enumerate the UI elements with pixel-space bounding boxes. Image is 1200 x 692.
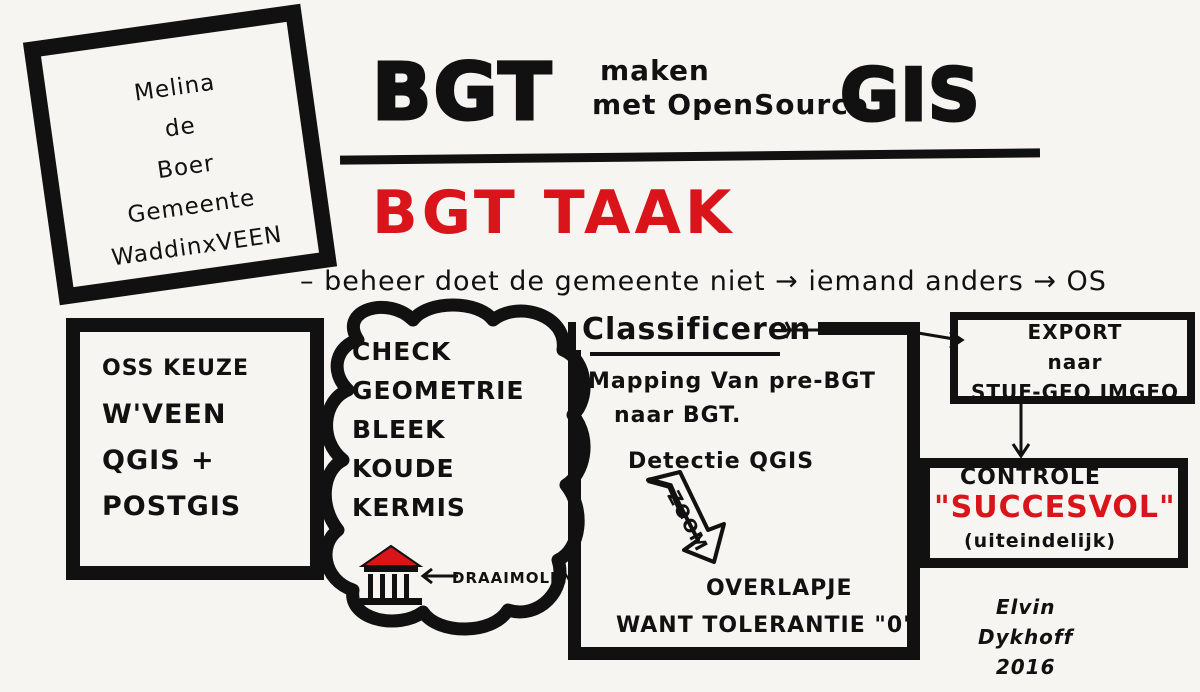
naar-line: naar xyxy=(1047,350,1103,374)
title-divider xyxy=(339,148,1041,165)
controle-box xyxy=(920,458,1188,568)
overlapje-line: OVERLAPJE xyxy=(706,576,853,601)
carousel-icon xyxy=(358,544,424,605)
koude-line: KOUDE xyxy=(352,454,455,483)
mapping-line: Mapping Van pre-BGT xyxy=(588,369,876,394)
check-geometry-text: CHECK GEOMETRIE BLEEK KOUDE KERMIS xyxy=(352,332,525,527)
task-heading: BGT TAAK xyxy=(372,178,736,248)
signature-year: 2016 xyxy=(995,655,1056,679)
speaker-info: Melina de Boer Gemeente WaddinxVEEN xyxy=(73,54,299,280)
classificeren-title: Classificeren xyxy=(576,310,818,350)
uiteindelijk-note: (uiteindelijk) xyxy=(964,530,1117,552)
tolerantie-line: WANT TOLERANTIE "0" xyxy=(616,613,916,638)
controle-title: CONTROLE xyxy=(960,465,1101,490)
succesvol-status: "SUCCESVOL" xyxy=(934,490,1176,525)
geometrie-line: GEOMETRIE xyxy=(352,376,525,405)
stuf-geo-line: STUF-GEO IMGEO xyxy=(970,380,1180,404)
oss-qgis: QGIS + xyxy=(102,445,215,476)
oss-postgis: POSTGIS xyxy=(102,491,242,522)
arrow-left-icon xyxy=(420,567,458,585)
naar-bgt-line: naar BGT. xyxy=(614,403,742,428)
oss-keuze-label: OSS KEUZE xyxy=(102,356,249,381)
speaker-box: Melina de Boer Gemeente WaddinxVEEN xyxy=(22,3,338,306)
title-bgt: BGT xyxy=(370,47,554,140)
export-box xyxy=(950,312,1195,404)
export-line: EXPORT xyxy=(1027,320,1123,344)
oss-choice-box: OSS KEUZE W'VEEN QGIS + POSTGIS xyxy=(66,318,324,580)
arrow-down-icon xyxy=(1011,404,1031,459)
oss-choice-text: OSS KEUZE W'VEEN QGIS + POSTGIS xyxy=(102,346,249,530)
signature-last-name: Dykhoff xyxy=(978,625,1074,649)
export-text: EXPORT naar STUF-GEO IMGEO xyxy=(965,317,1185,407)
title-gis: GIS xyxy=(839,52,982,139)
beheer-note: – beheer doet de gemeente niet → iemand … xyxy=(300,266,1107,297)
title-met-opensource: met OpenSource xyxy=(592,88,869,121)
kermis-line: KERMIS xyxy=(352,493,466,522)
detectie-line: Detectie QGIS xyxy=(628,449,815,474)
oss-municipality: W'VEEN xyxy=(102,399,227,430)
check-line: CHECK xyxy=(352,337,452,366)
classificeren-underline xyxy=(590,352,780,356)
bleek-line: BLEEK xyxy=(352,415,446,444)
draaimolen-label: DRAAIMOLEN xyxy=(452,569,575,587)
signature-first-name: Elvin xyxy=(995,595,1056,619)
artist-signature: Elvin Dykhoff 2016 xyxy=(978,592,1073,682)
zoom-arrow-icon xyxy=(646,470,726,564)
title-maken: maken xyxy=(600,54,710,87)
cloud-shape xyxy=(318,298,591,636)
